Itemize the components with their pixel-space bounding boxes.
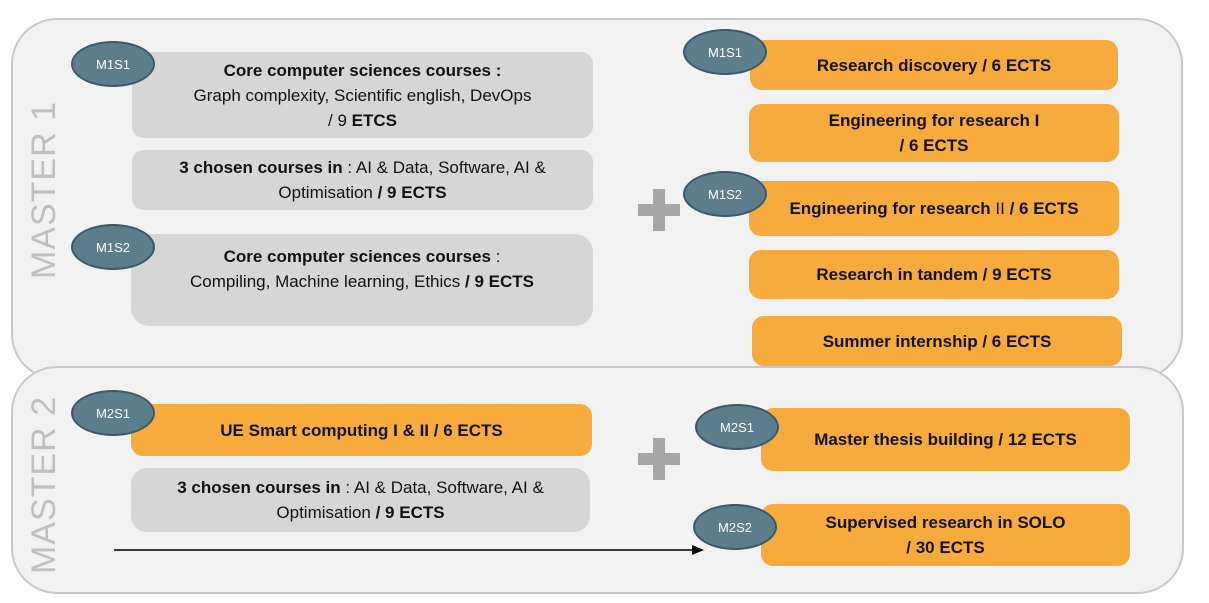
m1-core2-line2: Compiling, Machine learning, Ethics xyxy=(190,272,465,291)
m1-core2-title: Core computer sciences courses xyxy=(223,247,491,266)
m1-engineering-research-2: Engineering for research II / 6 ECTS xyxy=(749,181,1119,236)
m1-eng1-line2: / 6 ECTS xyxy=(899,136,969,155)
m2-chosen-bold2: / 9 ECTS xyxy=(375,503,445,522)
m1-summer-internship: Summer internship / 6 ECTS xyxy=(752,316,1122,366)
plus-icon xyxy=(638,189,680,231)
m1-core1-line3-pre: / 9 xyxy=(328,110,352,130)
m2-master-thesis: Master thesis building / 12 ECTS xyxy=(761,408,1130,471)
tag-m2s1-right: M2S1 xyxy=(695,404,779,450)
m1-core2-line2-bold: / 9 ECTS xyxy=(465,272,534,291)
m1-summer-internship-label: Summer internship / 6 ECTS xyxy=(822,331,1052,351)
m2-smart-computing-label: UE Smart computing I & II / 6 ECTS xyxy=(220,420,503,440)
m1-research-discovery-label: Research discovery / 6 ECTS xyxy=(816,55,1052,75)
m1-eng1-label: Engineering for research I xyxy=(828,111,1040,130)
m1-eng2-suffix: / 6 ECTS xyxy=(1004,199,1079,218)
m1-research-tandem: Research in tandem / 9 ECTS xyxy=(749,250,1119,299)
m1-chosen-courses: 3 chosen courses in : AI & Data, Softwar… xyxy=(132,150,593,210)
tag-m1s2-left: M1S2 xyxy=(71,224,155,270)
m2-chosen-courses: 3 chosen courses in : AI & Data, Softwar… xyxy=(131,468,590,532)
m1-research-tandem-label: Research in tandem / 9 ECTS xyxy=(816,265,1052,284)
tag-m2s2-right: M2S2 xyxy=(693,504,777,550)
m1-core1-title: Core computer sciences courses : xyxy=(223,60,502,80)
m2-smart-computing: UE Smart computing I & II / 6 ECTS xyxy=(131,404,592,456)
m2-master-thesis-label: Master thesis building / 12 ECTS xyxy=(814,430,1077,449)
master1-label: MASTER 1 xyxy=(25,100,63,280)
m1-chosen-text: : AI & Data, Software, AI & Optimisation xyxy=(278,158,546,202)
plus-icon xyxy=(638,438,680,480)
m1-research-discovery: Research discovery / 6 ECTS xyxy=(750,40,1118,90)
m1-eng2-label: Engineering for research xyxy=(789,199,996,218)
m1-chosen-bold2: / 9 ECTS xyxy=(377,183,447,202)
m2-supervised-research: Supervised research in SOLO / 30 ECTS xyxy=(761,504,1130,566)
arrow-icon xyxy=(114,545,704,555)
m2-chosen-text: : AI & Data, Software, AI & Optimisation xyxy=(276,478,544,522)
m1-chosen-bold: 3 chosen courses in xyxy=(179,158,343,177)
tag-m1s1-right: M1S1 xyxy=(683,29,767,75)
tag-m2s1-left: M2S1 xyxy=(71,390,155,436)
m1-core1-line2: Graph complexity, Scientific english, De… xyxy=(193,85,532,105)
master2-label: MASTER 2 xyxy=(25,395,63,575)
m1-eng2-roman: II xyxy=(995,199,1005,218)
m1-core-courses-1: Core computer sciences courses : Graph c… xyxy=(132,52,593,138)
tag-m1s1-left: M1S1 xyxy=(71,41,155,87)
m1-core-courses-2: Core computer sciences courses : Compili… xyxy=(131,234,593,326)
m1-engineering-research-1: Engineering for research I / 6 ECTS xyxy=(749,104,1119,162)
m1-core2-title-suffix: : xyxy=(490,247,501,266)
m2-chosen-bold: 3 chosen courses in xyxy=(177,478,341,497)
m1-core1-line3-bold: ETCS xyxy=(351,110,397,130)
m2-supervised-label: Supervised research in SOLO xyxy=(825,513,1066,532)
tag-m1s2-right: M1S2 xyxy=(683,171,767,217)
m2-supervised-line2: / 30 ECTS xyxy=(906,538,985,557)
